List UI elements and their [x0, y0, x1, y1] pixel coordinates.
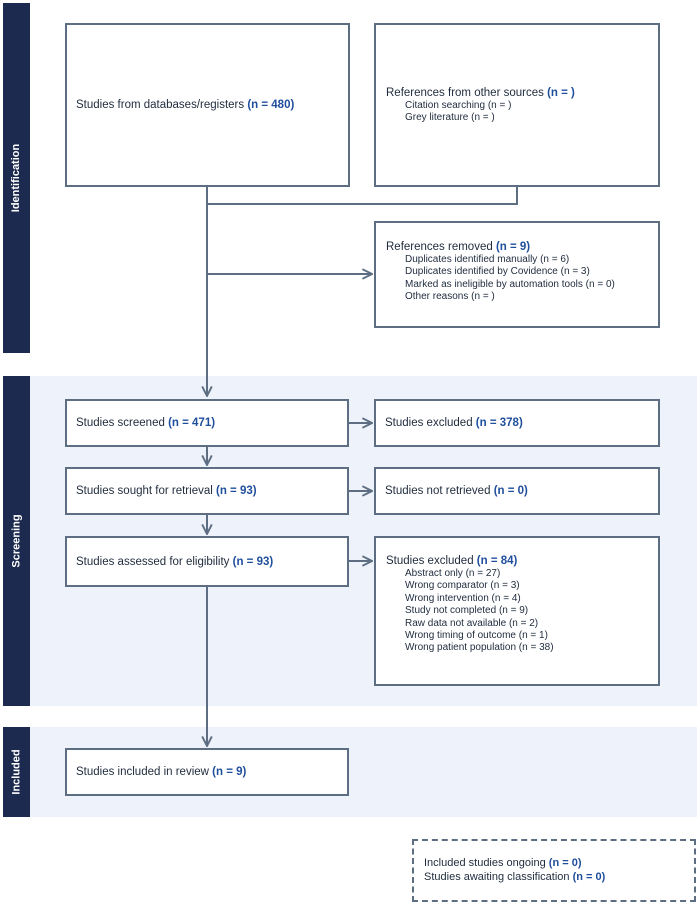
removed-count: (n = 9): [495, 241, 531, 253]
other-sources-count: (n = ): [547, 87, 575, 99]
excluded-eligibility-box: Studies excluded (n = 84) Abstract only …: [374, 536, 660, 686]
phase-identification: Identification: [3, 3, 30, 353]
phase-screening: Screening: [3, 376, 30, 706]
removed-item: Duplicates identified manually (n = 6): [405, 254, 570, 265]
removed-item: Marked as ineligible by automation tools…: [405, 278, 615, 290]
exclusion-reason: Wrong comparator (n = 3): [405, 580, 520, 592]
ongoing-awaiting-box: Included studies ongoing (n = 0) Studies…: [412, 839, 696, 902]
excluded-label: Studies excluded: [385, 417, 473, 429]
other-sources-line: References from other sources (n = ): [386, 86, 648, 100]
sought-box: Studies sought for retrieval (n = 93): [65, 467, 349, 515]
sought-count: (n = 93): [216, 485, 257, 497]
excluded-box: Studies excluded (n = 378): [374, 399, 660, 447]
included-review-box: Studies included in review (n = 9): [65, 748, 349, 796]
other-sources-label: References from other sources: [386, 87, 544, 99]
exclusion-reason: Wrong timing of outcome (n = 1): [405, 630, 548, 642]
sought-line: Studies sought for retrieval (n = 93): [76, 484, 257, 498]
awaiting-count: (n = 0): [572, 871, 606, 883]
not-retrieved-box: Studies not retrieved (n = 0): [374, 467, 660, 515]
exclusion-reason: Wrong intervention (n = 4): [405, 592, 521, 604]
not-retrieved-label: Studies not retrieved: [385, 485, 491, 497]
awaiting-line: Studies awaiting classification (n = 0): [424, 870, 684, 884]
included-review-label: Studies included in review: [76, 766, 209, 778]
excluded-eligibility-count: (n = 84): [476, 555, 518, 567]
assessed-line: Studies assessed for eligibility (n = 93…: [76, 555, 273, 569]
removed-box: References removed (n = 9) Duplicates id…: [374, 221, 660, 328]
removed-label: References removed: [386, 241, 493, 253]
sought-label: Studies sought for retrieval: [76, 485, 213, 497]
exclusion-reason: Raw data not available (n = 2): [405, 617, 539, 629]
excluded-eligibility-label: Studies excluded: [386, 555, 474, 567]
other-sources-item: Grey literature (n = ): [405, 112, 495, 124]
awaiting-label: Studies awaiting classification: [424, 871, 570, 883]
screened-label: Studies screened: [76, 417, 165, 429]
other-sources-box: References from other sources (n = ) Cit…: [374, 23, 660, 187]
removed-item: Duplicates identified by Covidence (n = …: [405, 266, 590, 278]
removed-line: References removed (n = 9): [386, 240, 648, 254]
databases-box: Studies from databases/registers (n = 48…: [65, 23, 350, 187]
assessed-count: (n = 93): [232, 555, 274, 568]
not-retrieved-count: (n = 0): [493, 485, 528, 497]
connector-sources-merge: [207, 186, 518, 205]
exclusion-reason: Wrong patient population (n = 38): [405, 642, 554, 654]
exclusion-reason: Abstract only (n = 27): [405, 568, 501, 579]
databases-count: (n = 480): [247, 99, 295, 111]
excluded-eligibility-line: Studies excluded (n = 84): [386, 554, 648, 568]
databases-line: Studies from databases/registers (n = 48…: [76, 98, 294, 112]
excluded-line: Studies excluded (n = 378): [385, 416, 523, 430]
screened-box: Studies screened (n = 471): [65, 399, 349, 447]
excluded-count: (n = 378): [475, 417, 523, 429]
databases-label: Studies from databases/registers: [76, 99, 245, 111]
ongoing-count: (n = 0): [548, 857, 582, 869]
screened-line: Studies screened (n = 471): [76, 416, 215, 430]
removed-item: Other reasons (n = ): [405, 291, 495, 303]
phase-included: Included: [3, 727, 30, 817]
other-sources-item: Citation searching (n = ): [405, 100, 512, 111]
assessed-label: Studies assessed for eligibility: [76, 555, 230, 568]
screened-count: (n = 471): [168, 417, 216, 429]
exclusion-reason: Study not completed (n = 9): [405, 605, 529, 617]
included-review-count: (n = 9): [212, 766, 247, 778]
ongoing-line: Included studies ongoing (n = 0): [424, 856, 684, 870]
assessed-box: Studies assessed for eligibility (n = 93…: [65, 536, 349, 587]
ongoing-label: Included studies ongoing: [424, 857, 546, 869]
included-review-line: Studies included in review (n = 9): [76, 765, 246, 779]
not-retrieved-line: Studies not retrieved (n = 0): [385, 484, 528, 498]
